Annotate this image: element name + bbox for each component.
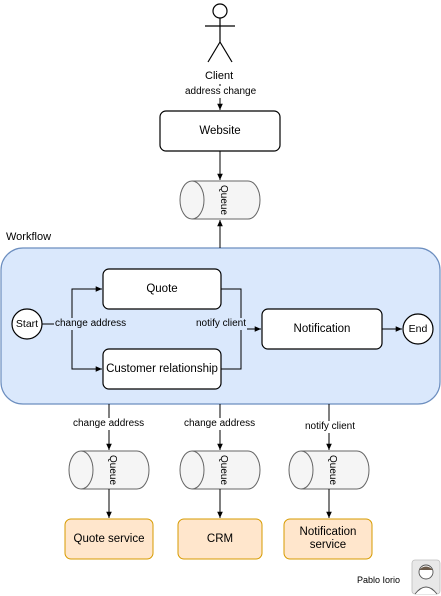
quote-service-label: Quote service <box>73 533 145 545</box>
notification-service-label: Notification service <box>284 519 372 559</box>
queue-quote-shape[interactable] <box>68 450 150 490</box>
notification-service-shape[interactable] <box>283 518 373 560</box>
workflow-title: Workflow <box>6 231 52 243</box>
queue-notification-label: Queue <box>327 454 339 486</box>
customer-relationship-node-label: Customer relationship <box>106 363 218 375</box>
edge-label-notify-client-internal: notify client <box>195 318 248 330</box>
client-actor-figure <box>205 3 235 63</box>
edge-label-notify-client-service: notify client <box>304 421 357 433</box>
edge-label-change-address-internal: change address <box>54 318 128 330</box>
author-avatar <box>411 559 441 595</box>
queue-top-label: Queue <box>218 184 230 216</box>
edge-quote-notification <box>221 288 261 332</box>
end-node-label: End <box>408 323 428 335</box>
edge-start-customer-relationship <box>71 324 102 372</box>
queue-notification-shape[interactable] <box>288 450 370 490</box>
queue-crm-shape[interactable] <box>179 450 261 490</box>
website-node-label: Website <box>199 125 241 137</box>
crm-service-label: CRM <box>206 533 234 545</box>
crm-service-shape[interactable] <box>177 518 263 560</box>
author-name: Pablo Iorio <box>357 575 401 585</box>
edge-customer-relationship-notification <box>221 329 242 370</box>
quote-service-shape[interactable] <box>64 518 154 560</box>
edge-label-change-address-quote: change address <box>72 418 146 430</box>
queue-top-shape[interactable] <box>179 180 261 220</box>
queue-quote-label: Queue <box>107 454 119 486</box>
edge-label-change-address-crm: change address <box>183 418 257 430</box>
queue-crm-label: Queue <box>218 454 230 486</box>
notification-service-line2: service <box>309 539 347 551</box>
quote-node-label: Quote <box>146 283 178 295</box>
notification-service-line1: Notification <box>299 526 357 538</box>
start-node-label: Start <box>15 318 39 330</box>
client-actor-label: Client <box>205 70 234 82</box>
edge-label-address-change: address change <box>184 86 258 98</box>
end-node-shape[interactable] <box>402 313 434 345</box>
notification-node-label: Notification <box>293 323 351 335</box>
